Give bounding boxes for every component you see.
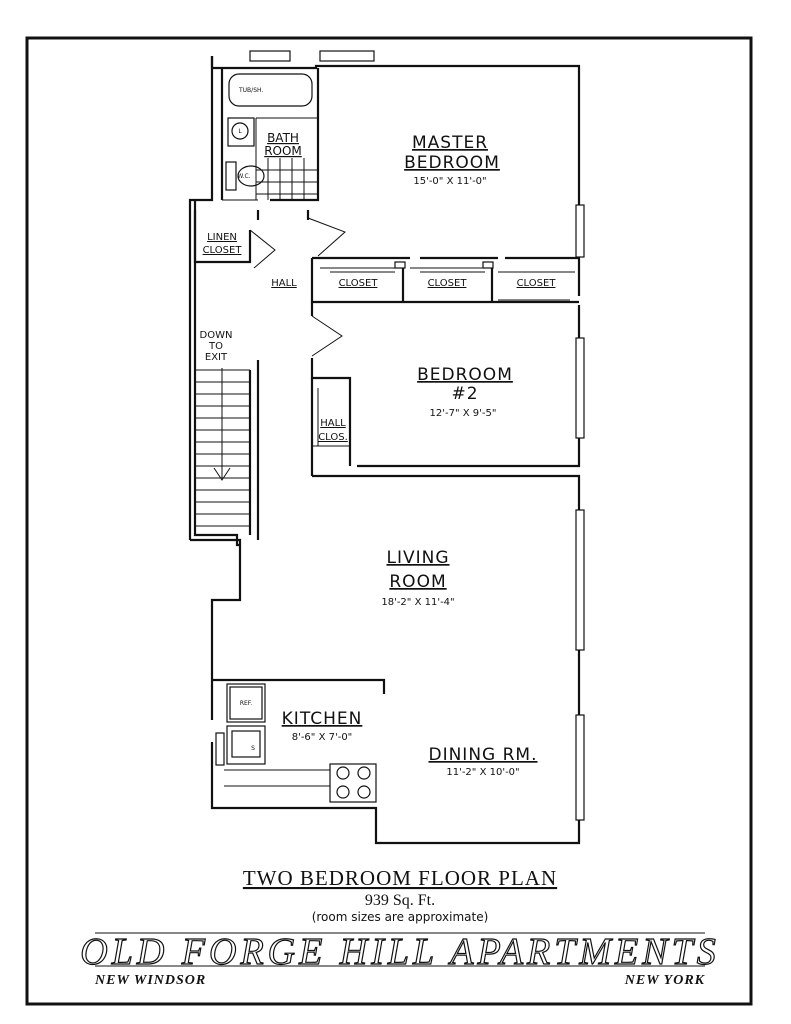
living-room-size: 18'-2" X 11'-4": [381, 597, 454, 608]
living-room-line1: LIVING: [386, 548, 449, 568]
city-label: NEW WINDSOR: [94, 973, 206, 988]
bedroom2-line1: BEDROOM: [417, 365, 513, 385]
bathroom: [220, 68, 320, 202]
dining-name: DINING RM.: [428, 745, 537, 765]
hall-closet-line1: HALL: [320, 418, 346, 429]
plan-note: (room sizes are approximate): [312, 910, 489, 924]
plan-title: TWO BEDROOM FLOOR PLAN: [243, 866, 557, 890]
lav-label: L: [238, 128, 242, 135]
living-room-label: LIVING ROOM 18'-2" X 11'-4": [381, 548, 454, 608]
sink-label: S: [251, 745, 255, 752]
bedroom2-size: 12'-7" X 9'-5": [430, 408, 497, 419]
wc-label: W.C.: [237, 173, 250, 180]
linen-closet-label: LINEN CLOSET: [203, 232, 243, 256]
stairs-line1: DOWN: [200, 330, 233, 341]
windows: [215, 50, 585, 821]
hall-closet-label: HALL CLOS.: [318, 418, 348, 443]
linen-and-hall: [193, 200, 346, 269]
dining-size: 11'-2" X 10'-0": [446, 767, 519, 778]
bath-line2: ROOM: [264, 144, 302, 158]
kitchen-fixtures: [212, 678, 386, 803]
brand-name: OLD FORGE HILL APARTMENTS: [80, 931, 719, 973]
plan-area: 939 Sq. Ft.: [365, 892, 435, 909]
page-border: [25, 36, 753, 1006]
bath-line1: BATH: [267, 131, 299, 145]
stairs-label: DOWN TO EXIT: [200, 330, 233, 363]
hall-label: HALL: [271, 278, 297, 289]
master-bedroom-line2: BEDROOM: [404, 153, 500, 173]
state-label: NEW YORK: [624, 973, 706, 988]
bath-label: BATH ROOM: [264, 131, 302, 158]
master-bedroom-line1: MASTER: [412, 133, 488, 153]
stairs-line3: EXIT: [205, 352, 228, 363]
closet-label-3: CLOSET: [517, 278, 557, 289]
bedroom2-line2: #2: [451, 384, 478, 404]
tub-label: TUB/SH.: [238, 87, 263, 94]
kitchen-label: KITCHEN 8'-6" X 7'-0": [282, 709, 363, 743]
linen-line1: LINEN: [207, 232, 237, 243]
staircase: [195, 360, 260, 540]
kitchen-size: 8'-6" X 7'-0": [292, 732, 353, 743]
living-room-line2: ROOM: [389, 572, 446, 592]
ref-label: REF.: [240, 700, 252, 707]
kitchen-name: KITCHEN: [282, 709, 363, 729]
bedroom2-label: BEDROOM #2 12'-7" X 9'-5": [417, 365, 513, 419]
master-bedroom-size: 15'-0" X 11'-0": [413, 176, 486, 187]
dining-label: DINING RM. 11'-2" X 10'-0": [428, 745, 537, 778]
closet-label-1: CLOSET: [339, 278, 379, 289]
linen-line2: CLOSET: [203, 245, 243, 256]
closet-label-2: CLOSET: [428, 278, 468, 289]
bedroom2-walls: [310, 302, 352, 476]
hall-closet-line2: CLOS.: [318, 432, 348, 443]
stairs-line2: TO: [208, 341, 223, 352]
master-bedroom-label: MASTER BEDROOM 15'-0" X 11'-0": [404, 133, 500, 187]
